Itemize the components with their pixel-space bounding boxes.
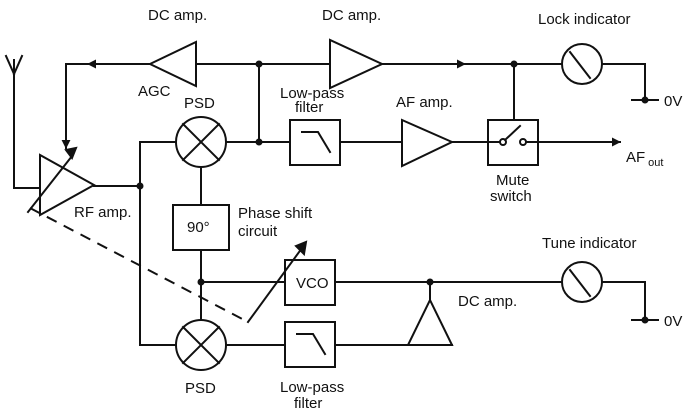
phase-block-label: 90°: [187, 219, 210, 236]
vco-label: VCO: [296, 275, 329, 292]
dc-amplifier-lock: [329, 38, 385, 90]
dc-amp-lock-label: DC amp.: [322, 7, 381, 24]
dc-amplifier-agc: [147, 40, 197, 88]
af-amplifier: [401, 118, 455, 168]
psd-mixer-top: [175, 116, 227, 168]
lowpass-filter-top: [289, 119, 341, 166]
tune-indicator-label: Tune indicator: [542, 235, 637, 252]
lock-indicator-meter: [561, 43, 659, 101]
agc-label: AGC: [138, 83, 171, 100]
mute-label-2: switch: [490, 188, 532, 205]
zero-volts-top-label: 0V: [664, 93, 682, 110]
agc-line: [61, 59, 176, 346]
phase-shift-label-2: circuit: [238, 223, 278, 240]
lowpass-filter-bottom: [284, 321, 336, 368]
psd-mixer-bottom: [175, 319, 227, 371]
mute-switch: [487, 119, 539, 166]
af-amp-label: AF amp.: [396, 94, 453, 111]
dc-amp-tune-label: DC amp.: [458, 293, 517, 310]
rf-amplifier: [26, 146, 97, 217]
rf-amp-label: RF amp.: [74, 204, 132, 221]
psd-bottom-label: PSD: [185, 380, 216, 397]
mute-label-1: Mute: [496, 172, 529, 189]
antenna-icon: [4, 54, 41, 189]
lock-indicator-label: Lock indicator: [538, 11, 631, 28]
psd-top-label: PSD: [184, 95, 215, 112]
dc-amp-agc-label: DC amp.: [148, 7, 207, 24]
zero-volts-bottom-label: 0V: [664, 313, 682, 330]
junction-dots: [136, 60, 649, 324]
lowpass-bottom-label-1: Low-pass: [280, 379, 344, 396]
ganged-tuning-link: [29, 207, 249, 323]
lowpass-top-label-1: Low-pass: [280, 85, 344, 102]
tune-indicator-meter: [561, 261, 659, 321]
lowpass-top-label-2: filter: [295, 99, 323, 116]
phase-shift-label-1: Phase shift: [238, 205, 313, 222]
lowpass-bottom-label-2: filter: [294, 395, 322, 412]
dc-amplifier-tune: [406, 297, 454, 346]
